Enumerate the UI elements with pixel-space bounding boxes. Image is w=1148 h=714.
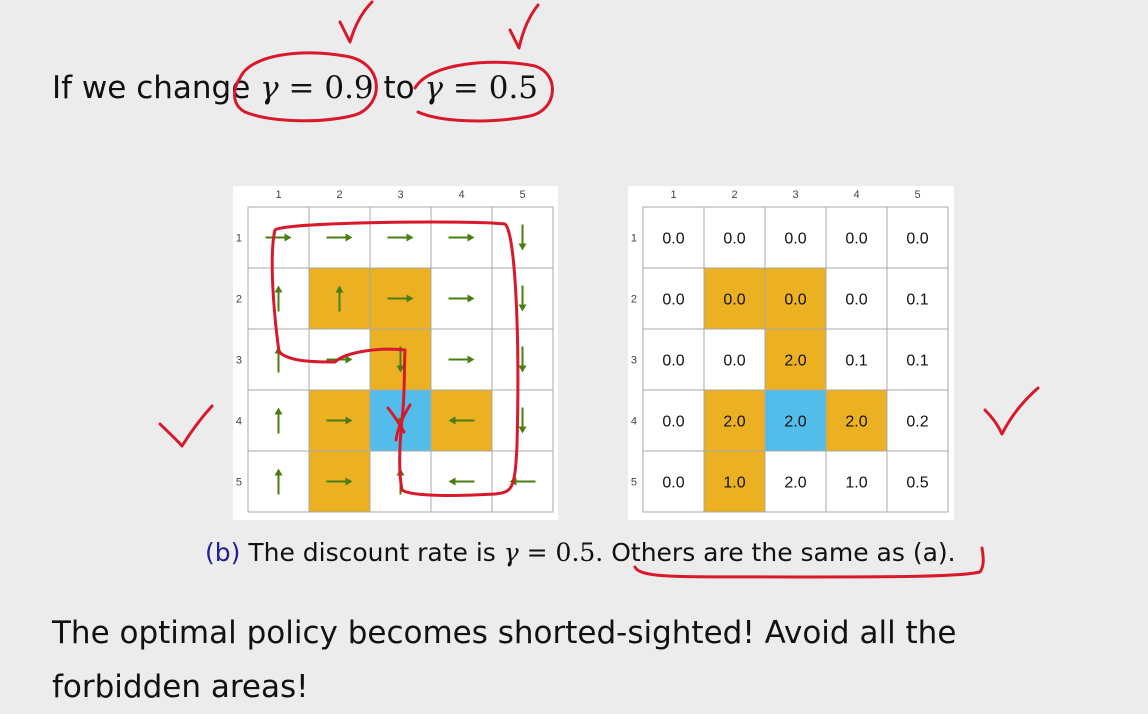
equals-sign: =	[518, 538, 556, 567]
arrow-up-icon	[274, 407, 283, 434]
gamma-new-value: 0.5	[488, 70, 539, 106]
grid-cell-accessible	[886, 450, 949, 513]
grid-cell-forbidden	[703, 267, 766, 330]
grid-cell-accessible	[886, 389, 949, 452]
grid-cell-forbidden	[764, 328, 827, 391]
conclusion-text: The optimal policy becomes shorted-sight…	[52, 615, 957, 705]
grid-cell-accessible	[886, 206, 949, 269]
caption-text-after: Others are the same as (a).	[603, 538, 956, 567]
grid-cell-accessible	[642, 389, 705, 452]
check-mark-top-left	[338, 0, 374, 44]
heading-prefix: If we change	[52, 70, 261, 106]
arrow-right-icon	[448, 355, 475, 364]
grid-cell-accessible	[886, 328, 949, 391]
gamma-symbol: γ	[424, 70, 444, 106]
caption-gamma-value: 0.5.	[555, 538, 604, 567]
arrow-down-icon	[518, 285, 527, 312]
check-mark-top-right	[508, 3, 540, 50]
gamma-old-expression: γ = 0.9	[260, 70, 374, 106]
path-trace-end-mark	[386, 403, 412, 442]
grid-cell-accessible	[703, 206, 766, 269]
caption-gamma: γ = 0.5.	[504, 538, 604, 567]
equals-sign: =	[278, 70, 325, 106]
gamma-symbol: γ	[503, 538, 519, 567]
grid-cell-forbidden	[430, 389, 493, 452]
arrow-right-icon	[448, 233, 475, 242]
caption-text-before: The discount rate is	[240, 538, 504, 567]
arrow-up-icon	[274, 285, 283, 312]
caption-underline	[633, 546, 985, 579]
arrow-left-icon	[448, 416, 475, 425]
grid-cell-accessible	[642, 267, 705, 330]
circle-gamma-new	[413, 60, 554, 123]
gamma-symbol: γ	[260, 70, 279, 106]
grid-cell-accessible	[825, 267, 888, 330]
heading-connector: to	[373, 70, 425, 106]
arrow-up-icon	[335, 285, 344, 312]
arrow-right-icon	[326, 233, 353, 242]
check-mark-right	[983, 386, 1040, 436]
grid-cell-accessible	[764, 206, 827, 269]
grid-cell-accessible	[247, 450, 310, 513]
gamma-old-value: 0.9	[324, 70, 374, 106]
grid-cell-accessible	[703, 328, 766, 391]
grid-cell-accessible	[886, 267, 949, 330]
grid-cell-forbidden	[764, 267, 827, 330]
slide-heading: If we change γ = 0.9 to γ = 0.5	[52, 70, 538, 106]
arrow-right-icon	[326, 416, 353, 425]
grid-cell-accessible	[642, 206, 705, 269]
arrow-down-icon	[518, 407, 527, 434]
arrow-down-icon	[518, 346, 527, 373]
arrow-up-icon	[274, 468, 283, 495]
arrow-right-icon	[448, 294, 475, 303]
path-trace	[270, 220, 520, 497]
arrow-right-icon	[387, 294, 414, 303]
caption-label: (b)	[205, 538, 241, 567]
grid-cell-forbidden	[703, 389, 766, 452]
grid-cell-accessible	[642, 450, 705, 513]
grid-cell-accessible	[825, 450, 888, 513]
grid-cell-accessible	[764, 450, 827, 513]
arrow-right-icon	[326, 477, 353, 486]
arrow-left-icon	[448, 477, 475, 486]
arrow-right-icon	[265, 233, 292, 242]
arrow-down-icon	[518, 224, 527, 251]
arrow-right-icon	[387, 233, 414, 242]
equals-sign: =	[443, 70, 489, 106]
check-mark-left	[158, 404, 214, 448]
grid-cell-forbidden	[703, 450, 766, 513]
gamma-new-expression: γ = 0.5	[425, 70, 539, 106]
grid-cell-accessible	[491, 328, 554, 391]
circle-gamma-old	[233, 51, 378, 123]
figure-caption: (b) The discount rate is γ = 0.5. Others…	[205, 538, 956, 567]
